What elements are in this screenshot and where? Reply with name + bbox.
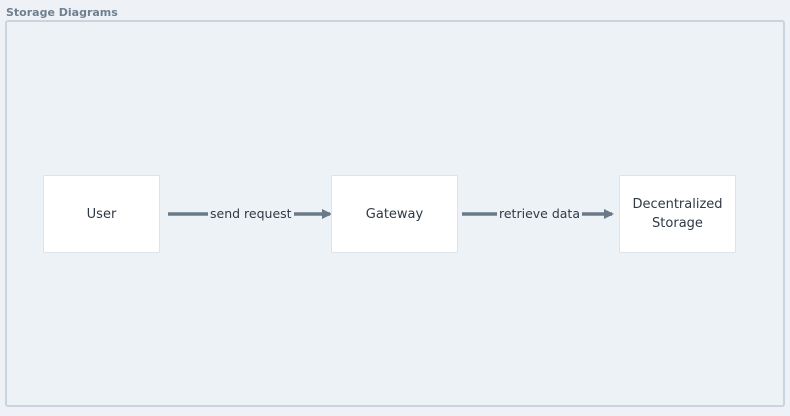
edge-label-retrieve-data: retrieve data	[497, 206, 582, 222]
node-gateway[interactable]: Gateway	[331, 175, 458, 253]
frame-title: Storage Diagrams	[6, 6, 118, 19]
node-user[interactable]: User	[43, 175, 160, 253]
edge-label-send-request: send request	[208, 206, 294, 222]
node-decentralized-storage[interactable]: Decentralized Storage	[619, 175, 736, 253]
